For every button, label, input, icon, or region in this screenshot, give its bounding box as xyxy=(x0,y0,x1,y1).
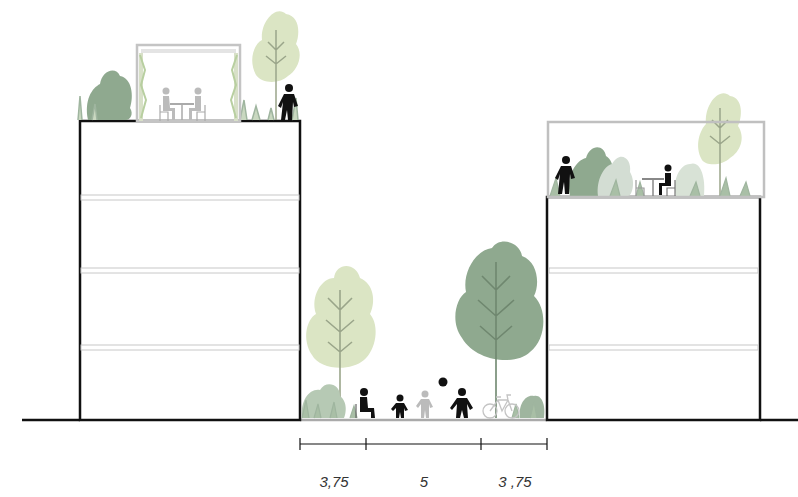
street-scene xyxy=(302,242,545,418)
street-surface xyxy=(300,419,547,422)
dimension-label: 3,75 xyxy=(319,474,348,491)
dimension-label: 5 xyxy=(420,474,428,491)
dimension-line xyxy=(300,438,547,450)
ground-line xyxy=(760,419,798,422)
bicycle xyxy=(483,395,519,418)
right-building xyxy=(547,197,760,420)
right-roof-greenhouse xyxy=(548,93,764,197)
ground-line xyxy=(22,419,80,422)
left-roof-garden xyxy=(78,11,300,121)
dimension-label: 3 ,75 xyxy=(498,474,531,491)
left-building xyxy=(80,121,300,420)
